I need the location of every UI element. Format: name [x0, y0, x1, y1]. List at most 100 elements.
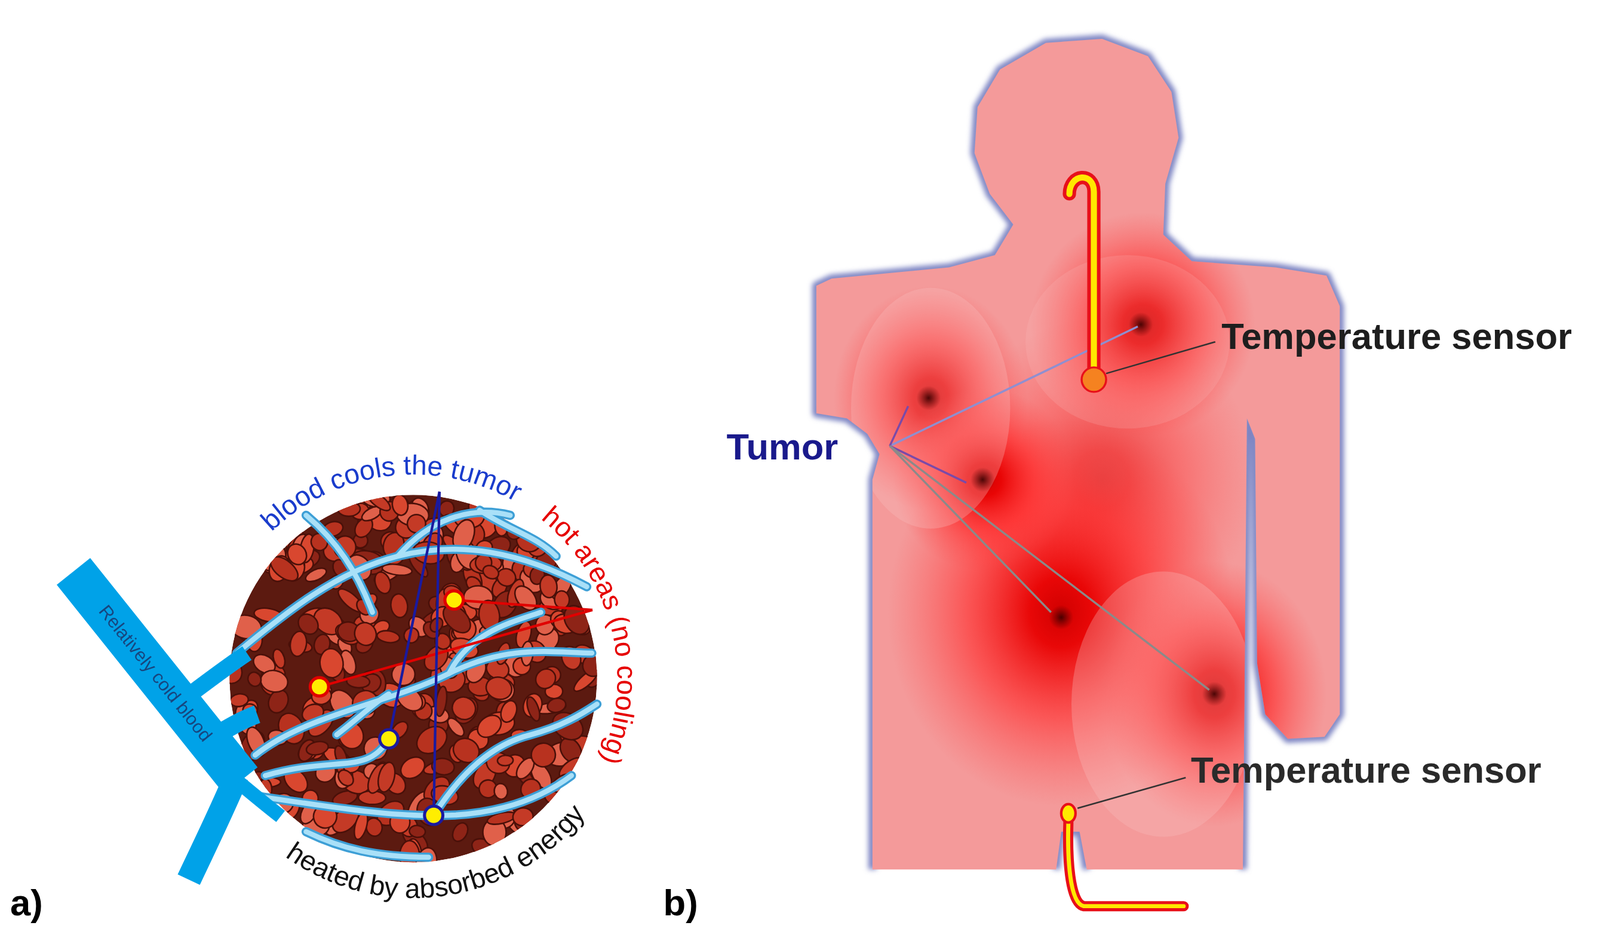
- tissue-cell: [530, 741, 557, 768]
- annotation-text: heated by absorbed energy: [281, 797, 591, 904]
- tissue-cell: [375, 760, 398, 794]
- leader-line: [319, 609, 593, 687]
- vessel: [265, 738, 389, 776]
- vessel: [265, 738, 389, 776]
- tissue-cell: [447, 692, 480, 724]
- tissue-cell: [411, 720, 452, 760]
- tissue-cell: [480, 562, 502, 582]
- tissue-cell: [408, 824, 426, 838]
- vessel: [449, 612, 542, 674]
- tissue-cell: [364, 487, 393, 514]
- vessel-label: Relatively cold blood: [94, 600, 217, 746]
- tissue-cell: [294, 609, 323, 638]
- panel-label: b): [663, 881, 699, 924]
- main-vessel: [73, 570, 241, 780]
- heat-halo: [851, 287, 1011, 529]
- vessel: [255, 775, 572, 816]
- tissue-cell: [303, 564, 328, 585]
- catheter: [1069, 177, 1095, 370]
- tumor-spot: [970, 467, 995, 492]
- hot-dot: [444, 590, 464, 610]
- leader-line: [1077, 777, 1186, 808]
- tissue-cell: [376, 628, 401, 644]
- vessel: [433, 703, 597, 815]
- cooled-dot: [379, 729, 399, 748]
- tissue-cell: [493, 782, 509, 801]
- vessel: [449, 612, 542, 674]
- cooled-dot: [424, 805, 444, 825]
- callout-label: Tumor: [726, 425, 838, 468]
- tissue-cell: [318, 646, 345, 679]
- vessel-branch: [236, 780, 281, 817]
- tissue-cell: [258, 667, 290, 694]
- leader-line: [433, 491, 440, 816]
- vessel: [255, 775, 572, 816]
- callout-label: Temperature sensor: [1221, 315, 1572, 358]
- catheters: [1067, 177, 1184, 907]
- tumor-spot: [1048, 605, 1074, 630]
- tissue-cell: [545, 696, 568, 715]
- sensor-tip: [1061, 803, 1076, 823]
- leader-line: [889, 445, 967, 482]
- vessel: [255, 650, 592, 755]
- leader-line: [889, 445, 1210, 690]
- tissue-cell: [288, 630, 309, 658]
- body-outline: [816, 38, 1340, 869]
- feeding-vessel: [73, 570, 281, 880]
- heat-map: [833, 212, 1327, 837]
- tissue-cell: [449, 820, 472, 844]
- leader-line: [453, 599, 593, 610]
- tissue-cell: [271, 647, 288, 670]
- tissue-cell: [524, 695, 543, 723]
- vessel: [306, 515, 373, 613]
- tissue-cell: [337, 501, 361, 517]
- tissue-cell: [473, 710, 506, 742]
- vessel-outline: [236, 510, 597, 858]
- annotation-text: hot areas (no cooling): [536, 499, 643, 770]
- tissue-cell: [305, 739, 330, 757]
- vessel: [255, 650, 592, 755]
- leader-line: [1106, 341, 1216, 374]
- callout-label: Temperature sensor: [1190, 748, 1542, 792]
- tumor-spot: [1202, 681, 1227, 706]
- vessel-branch: [188, 775, 237, 880]
- tissue-cell: [390, 493, 410, 517]
- tissue-cell: [245, 669, 263, 689]
- tissue-cell: [531, 664, 560, 693]
- marker-dots: [309, 590, 463, 825]
- tissue-cell: [496, 754, 514, 766]
- tissue-cell: [511, 805, 535, 827]
- leader-line: [889, 445, 1052, 612]
- tissue-cell: [335, 766, 357, 789]
- vessel-lumen: [236, 510, 597, 858]
- tumor-spot: [1128, 312, 1154, 337]
- vessel: [306, 515, 373, 613]
- catheter-core: [1067, 822, 1184, 907]
- tumor-leaders: [889, 326, 1210, 690]
- vessel: [336, 693, 389, 735]
- leader-line: [889, 406, 909, 447]
- panel-label: a): [10, 881, 44, 924]
- vessel: [433, 703, 597, 815]
- leader-line: [388, 491, 440, 739]
- tissue-cell: [483, 673, 515, 703]
- vessel: [236, 548, 587, 653]
- tumor-disc: [229, 494, 597, 862]
- vessel-branches: [236, 510, 597, 858]
- tissue-cell: [381, 562, 413, 577]
- annotation-text: blood cools the tumor: [254, 449, 528, 536]
- leader-line: [889, 326, 1138, 447]
- catheter-core: [1069, 177, 1095, 370]
- leader-lines: [319, 491, 593, 816]
- heat-halo: [1071, 570, 1256, 837]
- tissue-cell: [350, 618, 380, 649]
- heat-halo: [1025, 255, 1230, 429]
- sensor-tip: [1081, 367, 1107, 392]
- tumor-spot: [916, 385, 941, 411]
- vessel: [236, 548, 587, 653]
- body-silhouette: [816, 38, 1340, 869]
